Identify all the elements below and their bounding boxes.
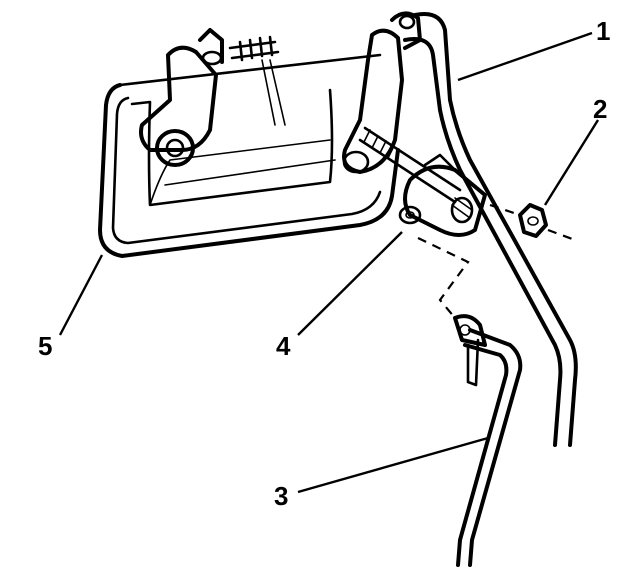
leader-line-2 [543,119,600,206]
callout-4: 4 [276,331,291,361]
lock-rod [417,237,523,567]
callout-1: 1 [596,16,610,46]
mounting-stud [358,126,462,204]
door-handle-housing [98,53,400,258]
right-pivot-arm [342,11,422,174]
leader-line-1 [457,31,593,82]
callout-2: 2 [593,94,607,124]
leader-line-5 [58,254,104,336]
callout-3: 3 [274,481,288,511]
callout-5: 5 [38,331,52,361]
leader-line-4 [297,231,403,336]
spring-rod [198,28,280,66]
door-panel-edge [403,12,578,447]
nut [489,203,576,242]
leader-line-3 [297,436,489,494]
lock-cylinder-bracket [398,153,487,237]
left-pivot-arm [139,45,218,167]
